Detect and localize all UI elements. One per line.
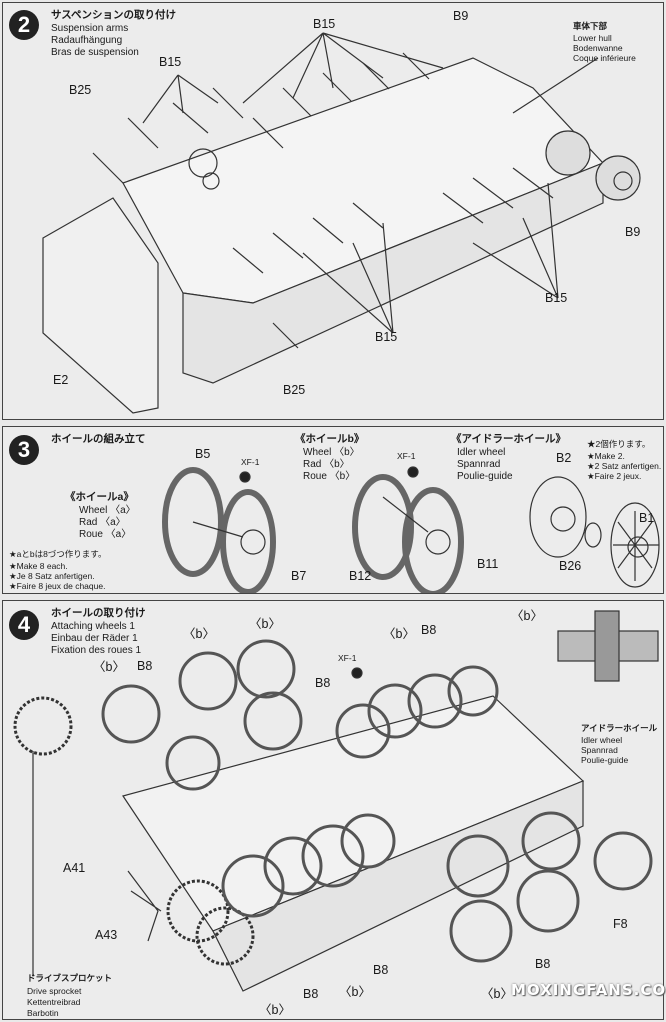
idler-en: Idler wheel [581, 735, 623, 745]
watermark: MOXINGFANS.COM [511, 981, 666, 999]
paint-label: XF-1 [241, 457, 260, 467]
part-label: B8 [315, 676, 331, 690]
part-label: A41 [63, 861, 86, 875]
step-title-jp: ホイールの組み立て [51, 433, 146, 445]
part-label: B8 [303, 987, 319, 1001]
part-label: B5 [195, 447, 211, 461]
part-label: B15 [375, 330, 398, 344]
paint-label: XF-1 [397, 451, 416, 461]
part-label: B25 [69, 83, 92, 97]
wheel-a-de: Rad 〈a〉 [79, 517, 126, 528]
wheel-attachment-drawing [13, 610, 659, 992]
part-label: B11 [477, 557, 499, 571]
part-label: B26 [559, 559, 582, 573]
wheel-a-en: Wheel 〈a〉 [79, 505, 136, 516]
part-label: A43 [95, 928, 118, 942]
step-title-en: Suspension arms [51, 23, 129, 34]
part-label: 〈b〉 [511, 609, 543, 623]
part-label: 〈b〉 [339, 985, 371, 999]
idler-de: Spannrad [457, 459, 501, 470]
part-label: B25 [283, 383, 306, 397]
part-label: B8 [373, 963, 389, 977]
step-title-jp: サスペンションの取り付け [51, 9, 177, 21]
part-label: 〈b〉 [259, 1003, 291, 1017]
part-label: B7 [291, 569, 307, 583]
note-idler-en: ★Make 2. [587, 451, 625, 461]
lower-hull-suspension-drawing [42, 32, 641, 414]
hull-label-fr: Coque inférieure [573, 53, 636, 63]
step-title-de: Einbau der Räder 1 [51, 633, 138, 644]
step-number-badge: 4 [9, 610, 39, 640]
part-label: B1 [639, 511, 655, 525]
note-idler-jp: ★2個作ります。 [587, 439, 651, 449]
part-label: B2 [556, 451, 572, 465]
sprocket-de: Kettentreibrad [27, 997, 81, 1007]
note-idler-fr: ★Faire 2 jeux. [587, 471, 642, 481]
step-title-en: Attaching wheels 1 [51, 621, 135, 632]
part-label: B9 [625, 225, 641, 239]
part-label: 〈b〉 [481, 987, 513, 1001]
wheel-b-fr: Roue 〈b〉 [303, 471, 356, 482]
idler-en: Idler wheel [457, 447, 506, 458]
part-label: 〈b〉 [183, 627, 215, 641]
part-label: B8 [421, 623, 437, 637]
part-label: B12 [349, 569, 372, 583]
wheel-b-jp: 《ホイールb》 [295, 433, 365, 445]
part-label: B15 [545, 291, 568, 305]
hull-label-jp: 車体下部 [573, 21, 608, 31]
idler-jp: アイドラーホイール [581, 723, 658, 733]
step-title-de: Radaufhängung [51, 35, 123, 46]
part-label: F8 [613, 917, 628, 931]
step-2-panel: 2 サスペンションの取り付け Suspension arms Radaufhän… [2, 2, 664, 420]
idler-fr: Poulie-guide [581, 755, 629, 765]
part-label: 〈b〉 [93, 660, 125, 674]
step-title-fr: Bras de suspension [51, 47, 139, 58]
note-idler-de: ★2 Satz anfertigen. [587, 461, 662, 471]
wheel-assembly-drawing [162, 466, 660, 593]
note-de: ★Je 8 Satz anfertigen. [9, 571, 95, 581]
step-title-fr: Fixation des roues 1 [51, 645, 142, 656]
step-3-panel: 3 ホイールの組み立て 《ホイールa》 Wheel 〈a〉 Rad 〈a〉 Ro… [2, 426, 664, 594]
part-label: B15 [313, 17, 336, 31]
wheel-a-jp: 《ホイールa》 [65, 491, 134, 503]
step-number-badge: 3 [9, 435, 39, 465]
part-label: B15 [159, 55, 182, 69]
part-label: B9 [453, 9, 469, 23]
idler-fr: Poulie-guide [457, 471, 513, 482]
note-fr: ★Faire 8 jeux de chaque. [9, 581, 106, 591]
note-en: ★Make 8 each. [9, 561, 68, 571]
sprocket-fr: Barbotin [27, 1008, 59, 1018]
idler-jp: 《アイドラーホイール》 [451, 433, 566, 445]
part-label: E2 [53, 373, 69, 387]
wheel-a-fr: Roue 〈a〉 [79, 529, 132, 540]
sprocket-en: Drive sprocket [27, 986, 82, 996]
part-label: 〈b〉 [383, 627, 415, 641]
part-label: B8 [137, 659, 153, 673]
step-4-panel: 4 ホイールの取り付け Attaching wheels 1 Einbau de… [2, 600, 666, 1020]
hull-label-de: Bodenwanne [573, 43, 623, 53]
wheel-b-de: Rad 〈b〉 [303, 459, 350, 470]
part-label: B8 [535, 957, 551, 971]
step-title-jp: ホイールの取り付け [51, 607, 146, 619]
note-jp: ★aとbは8づつ作ります。 [9, 549, 107, 559]
wheel-b-en: Wheel 〈b〉 [303, 447, 360, 458]
paint-label: XF-1 [338, 653, 357, 663]
step-number-badge: 2 [9, 10, 39, 40]
sprocket-jp: ドライブスプロケット [27, 973, 113, 983]
part-label: 〈b〉 [249, 617, 281, 631]
idler-de: Spannrad [581, 745, 618, 755]
hull-label-en: Lower hull [573, 33, 612, 43]
